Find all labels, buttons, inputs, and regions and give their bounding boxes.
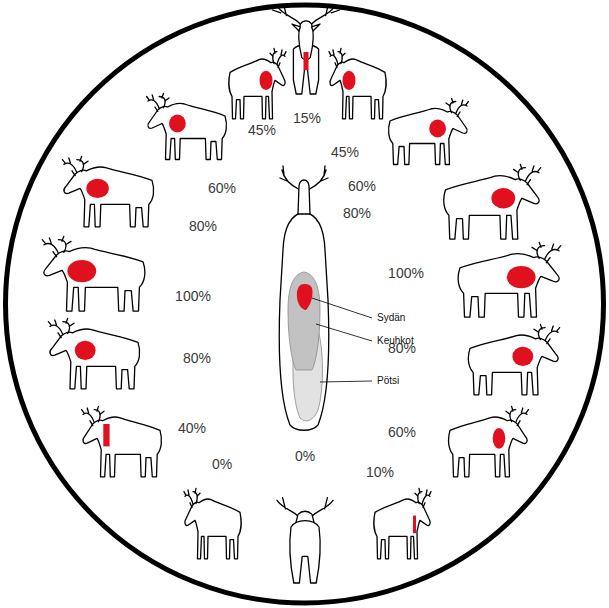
- percent-label: 80%: [189, 219, 217, 233]
- hit-zone: [507, 266, 536, 288]
- moose-outline: [147, 94, 227, 160]
- moose-outline: [48, 318, 139, 388]
- hit-zone: [413, 516, 416, 534]
- percent-label: 60%: [348, 179, 376, 193]
- percent-label: 0%: [212, 457, 232, 471]
- hit-zone: [512, 347, 533, 366]
- moose-outline: [449, 406, 529, 476]
- moose-figure: [389, 99, 469, 165]
- top-view-moose: [279, 166, 372, 430]
- moose-figure: [62, 156, 153, 226]
- hit-zone: [491, 188, 515, 208]
- moose-figure: [468, 324, 559, 394]
- moose-figure: [277, 498, 333, 583]
- moose-outline: [184, 488, 241, 558]
- percent-label: 80%: [183, 351, 211, 365]
- moose-outline: [374, 488, 431, 558]
- moose-figure: [82, 406, 162, 476]
- moose-outline: [444, 164, 541, 239]
- leader-line: [320, 381, 372, 382]
- percent-label: 60%: [208, 181, 236, 195]
- percent-label: 0%: [295, 449, 315, 463]
- hit-zone: [103, 424, 109, 446]
- hit-zone: [75, 341, 96, 360]
- moose-outline: [42, 236, 145, 311]
- organ-label: Keuhkot: [377, 336, 414, 346]
- moose-outline: [389, 99, 469, 165]
- frame-circle: [6, 5, 604, 603]
- moose-outline: [329, 48, 386, 118]
- hit-zone: [67, 260, 96, 282]
- percent-label: 45%: [248, 123, 276, 137]
- moose-outline: [229, 48, 286, 118]
- moose-outline: [468, 324, 559, 394]
- moose-figure: [147, 94, 227, 160]
- hit-zone: [303, 52, 308, 70]
- heart: [297, 284, 313, 310]
- hit-zone: [493, 428, 506, 449]
- organ-label: Sydän: [377, 313, 405, 323]
- hit-zone: [429, 120, 446, 138]
- moose-outline: [458, 242, 561, 317]
- moose-figure: [184, 488, 241, 558]
- hit-zone: [169, 115, 186, 133]
- percent-label: 60%: [388, 425, 416, 439]
- percent-label: 15%: [293, 111, 321, 125]
- leader-line: [312, 298, 372, 318]
- percent-label: 45%: [331, 145, 359, 159]
- lungs: [288, 272, 320, 370]
- hit-zone: [260, 71, 273, 90]
- organ-label: Pötsi: [377, 376, 399, 386]
- percent-label: 100%: [175, 289, 211, 303]
- moose-figure: [42, 236, 145, 311]
- hit-zone: [343, 71, 356, 90]
- moose-figure: [329, 48, 386, 118]
- moose-outline: [82, 406, 162, 476]
- moose-outline: [277, 498, 333, 583]
- hit-zone: [86, 179, 108, 198]
- percent-label: 80%: [343, 206, 371, 220]
- moose-figure: [229, 48, 286, 118]
- percent-label: 10%: [366, 465, 394, 479]
- head-outline: [298, 180, 310, 214]
- moose-figure: [458, 242, 561, 317]
- moose-figure: [449, 406, 529, 476]
- percent-label: 100%: [388, 266, 424, 280]
- leader-line: [316, 324, 372, 341]
- body-outline: [279, 212, 328, 430]
- moose-figure: [374, 488, 431, 558]
- moose-figure: [48, 318, 139, 388]
- moose-figure: [444, 164, 541, 239]
- moose-outline: [62, 156, 153, 226]
- percent-label: 40%: [178, 421, 206, 435]
